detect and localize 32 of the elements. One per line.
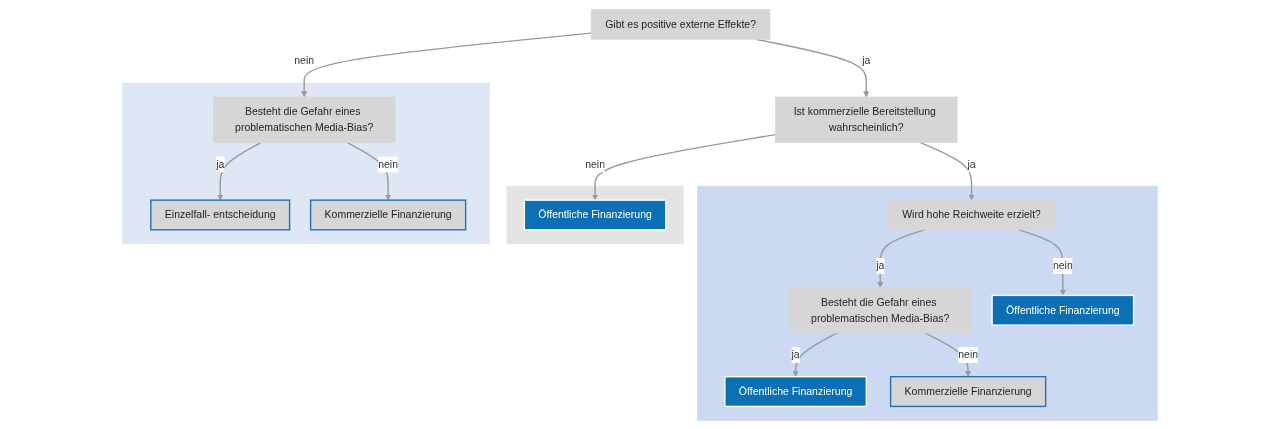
edge-label: ja	[875, 258, 884, 271]
arrow	[300, 31, 592, 97]
arrow	[591, 133, 776, 200]
node-box: Kommerzielle Finanzierung	[889, 375, 1046, 407]
arrow	[792, 331, 838, 377]
edge-label: ja	[966, 157, 976, 170]
arrow	[923, 331, 971, 377]
cluster	[696, 185, 1158, 421]
node-box: Öffentliche Finanzierung	[523, 198, 667, 231]
node-box: Wird hohe Reichweite erzielt?	[887, 199, 1055, 230]
edge-label: ja	[215, 157, 224, 170]
node-box: Öffentliche Finanzierung	[723, 375, 867, 407]
edge-label: nein	[1052, 258, 1073, 271]
node-box: Besteht die Gefahr eines problematischen Media-Bias?	[212, 96, 395, 143]
edge-label: nein	[293, 54, 314, 67]
node-box: Ist kommerzielle Bereitstellung wahrscheinlich?	[774, 96, 957, 143]
edge-label: ja	[791, 347, 800, 360]
node-box: Kommerzielle Finanzierung	[309, 198, 466, 231]
edge-label: ja	[861, 54, 870, 67]
arrow	[918, 141, 975, 200]
edge-label: nein	[957, 347, 978, 360]
edge-label: nein	[377, 157, 398, 170]
arrow	[345, 141, 391, 200]
edge-label: nein	[584, 157, 605, 170]
arrow	[216, 141, 262, 200]
node-box: Öffentliche Finanzierung	[990, 294, 1134, 326]
node-box: Gibt es positive externe Effekte?	[590, 8, 770, 40]
node-box: Besteht die Gefahr eines problematischen Media-Bias?	[788, 286, 971, 333]
cluster	[121, 82, 490, 244]
cluster	[506, 185, 684, 244]
arrow	[876, 228, 925, 288]
node-box: Einzelfall- entscheidung	[149, 198, 290, 231]
